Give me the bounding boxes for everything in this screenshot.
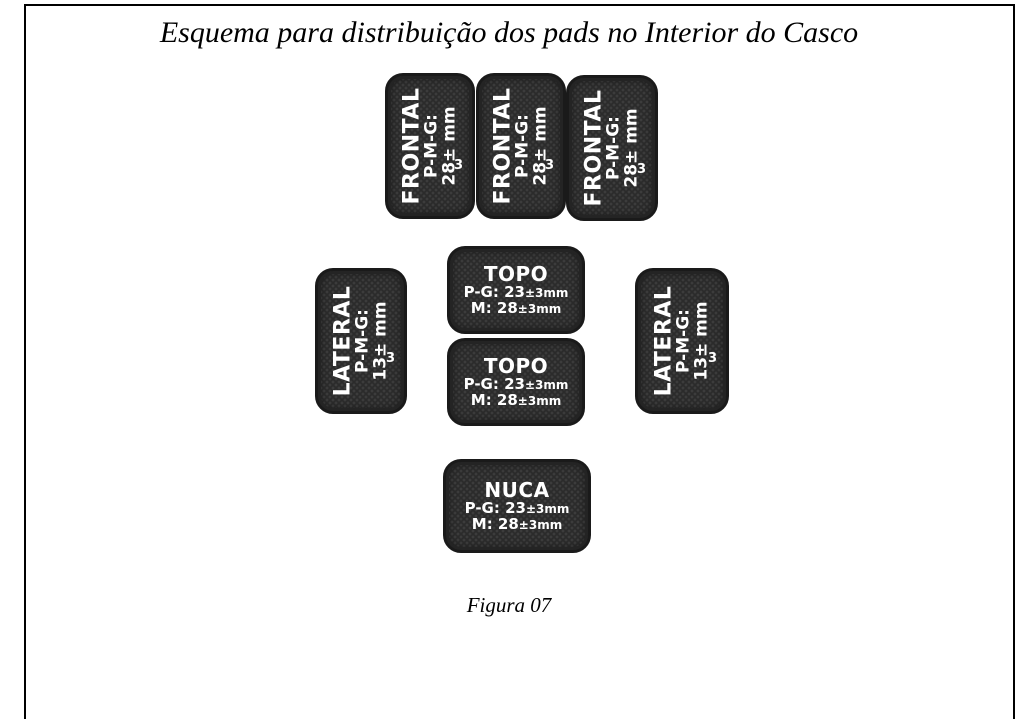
pad-topo-upper: TOPO P-G: 23±3mm M: 28±3mm <box>447 246 585 334</box>
pad-frontal-center: FRONTAL P-M-G: 28± mm 3 <box>476 73 566 219</box>
figure-caption: Figura 07 <box>466 593 552 617</box>
pad-name: TOPO <box>483 261 549 286</box>
pad-name: LATERAL <box>330 285 356 397</box>
pad-trailing-digit: 3 <box>385 351 395 366</box>
pad-size-value: 28± mm <box>530 106 551 186</box>
pad-name: FRONTAL <box>399 87 425 205</box>
pad-size-pg: P-G: 23±3mm <box>463 282 569 301</box>
pad-lateral-right: LATERAL P-M-G: 13± mm 3 <box>635 268 729 414</box>
pad-size-pg: P-G: 23±3mm <box>464 498 570 517</box>
pad-trailing-digit: 3 <box>636 162 646 177</box>
pad-frontal-right: FRONTAL P-M-G: 28± mm 3 <box>566 75 658 221</box>
pad-trailing-digit: 3 <box>453 158 463 173</box>
pad-trailing-digit: 3 <box>544 158 554 173</box>
pad-nuca: NUCA P-G: 23±3mm M: 28±3mm <box>443 459 591 553</box>
pad-size-value: 28± mm <box>439 106 460 186</box>
pad-size-value: 13± mm <box>691 301 712 381</box>
pad-size-m: M: 28±3mm <box>470 298 562 317</box>
pad-trailing-digit: 3 <box>707 351 717 366</box>
pad-size-m: M: 28±3mm <box>471 514 563 533</box>
pad-name: FRONTAL <box>581 89 607 207</box>
pad-name: FRONTAL <box>490 87 516 205</box>
pad-frontal-left: FRONTAL P-M-G: 28± mm 3 <box>385 73 475 219</box>
pad-topo-lower: TOPO P-G: 23±3mm M: 28±3mm <box>447 338 585 426</box>
pad-name: LATERAL <box>651 285 677 397</box>
pad-lateral-left: LATERAL P-M-G: 13± mm 3 <box>315 268 407 414</box>
figure-frame <box>24 4 1015 719</box>
pad-name: NUCA <box>484 477 550 502</box>
pad-size-pg: P-G: 23±3mm <box>463 374 569 393</box>
figure-title: Esquema para distribuição dos pads no In… <box>159 16 859 49</box>
pad-size-m: M: 28±3mm <box>470 390 562 409</box>
pad-name: TOPO <box>483 353 549 378</box>
pad-size-value: 13± mm <box>370 301 391 381</box>
